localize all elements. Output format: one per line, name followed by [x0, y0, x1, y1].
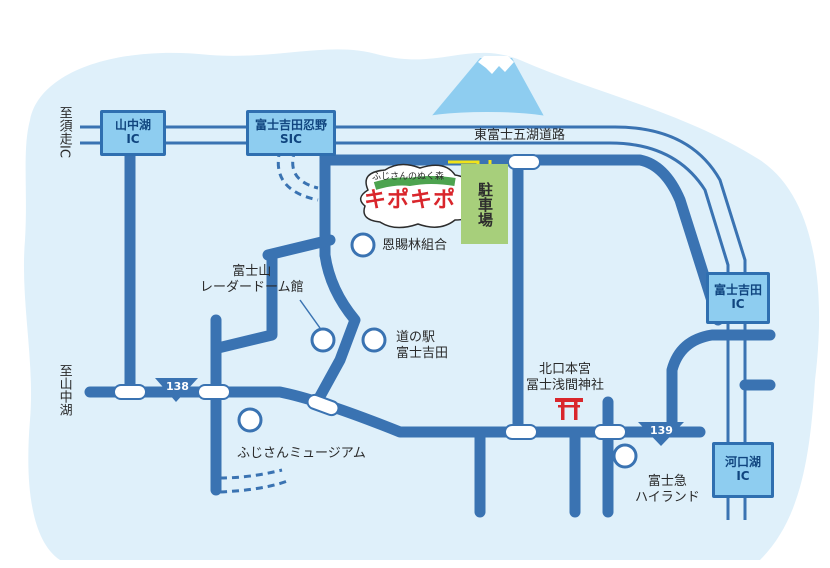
parking-sign: 駐車場 — [461, 164, 508, 244]
road-network — [84, 134, 776, 518]
kipokipo-logo — [359, 163, 474, 229]
route-138-shield — [155, 378, 198, 402]
shrine-label: 北口本宮 冨士浅間神社 — [526, 362, 605, 393]
parking-label: 駐車場 — [476, 181, 494, 227]
fujiyoshida-oshino-sic: 富士吉田忍野 SIC — [246, 110, 336, 156]
torii-icon — [555, 398, 583, 420]
fujiyoshida-ic: 富士吉田 IC — [706, 272, 770, 324]
mount-fuji-icon — [419, 56, 555, 128]
poi-circles — [237, 232, 638, 469]
to-subashiri-label: 至須走IC — [56, 106, 72, 158]
leader-line — [299, 299, 321, 329]
logo-name: キポキポ — [364, 188, 457, 213]
onshirin-label: 恩賜林組合 — [382, 238, 448, 253]
interchange-markers — [113, 154, 627, 440]
highland-label: 富士急 ハイランド — [635, 474, 700, 505]
yamanakako-ic: 山中湖 IC — [100, 110, 166, 156]
expressway-line — [80, 125, 747, 520]
radar-dome-label: 富士山 レーダードーム館 — [200, 264, 304, 295]
route-139-shield — [638, 422, 684, 446]
michinoeki-label: 道の駅 富士吉田 — [396, 330, 449, 361]
expressway-label: 東富士五湖道路 — [474, 128, 566, 143]
logo-tagline: ふじさんのぬく森 — [372, 172, 445, 182]
to-yamanakako-label: 至山中湖 — [56, 364, 72, 416]
route-139-label: 139 — [650, 424, 673, 437]
museum-label: ふじさんミュージアム — [237, 446, 366, 461]
route-138-label: 138 — [166, 380, 189, 393]
kawaguchiko-ic: 河口湖 IC — [712, 442, 774, 498]
